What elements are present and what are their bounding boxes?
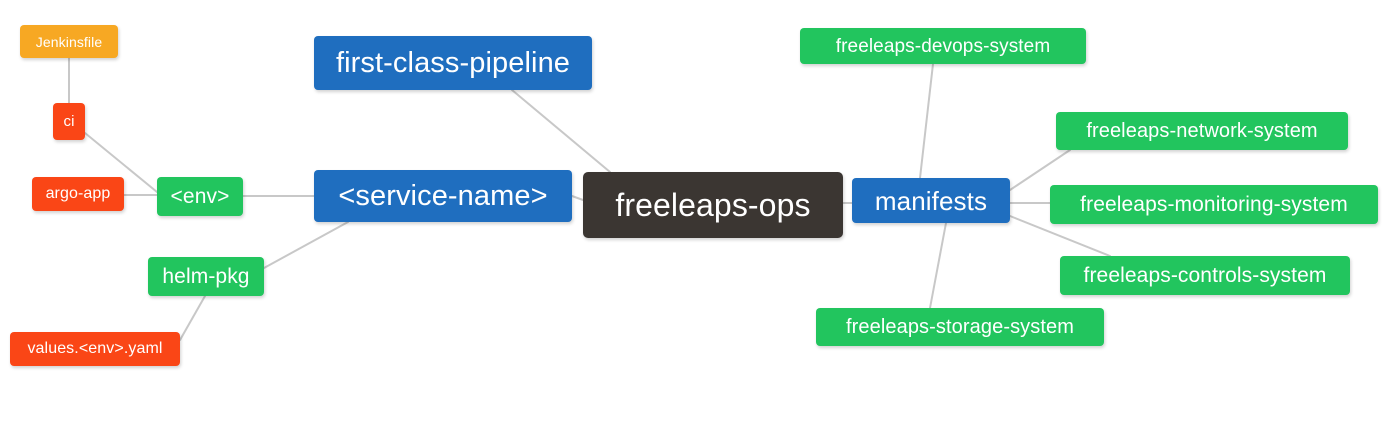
- node-freeleaps-storage-system[interactable]: freeleaps-storage-system: [816, 308, 1104, 346]
- node-freeleaps-devops-system[interactable]: freeleaps-devops-system: [800, 28, 1086, 64]
- node-manifests[interactable]: manifests: [852, 178, 1010, 223]
- node-freeleaps-monitoring-system[interactable]: freeleaps-monitoring-system: [1050, 185, 1378, 224]
- edge-first-class-pipeline-to-freeleaps-ops: [511, 89, 611, 173]
- node-values-yaml[interactable]: values.<env>.yaml: [10, 332, 180, 366]
- edge-manifests-to-freeleaps-storage-system: [929, 222, 947, 309]
- edge-service-name-to-freeleaps-ops: [571, 195, 584, 201]
- node-helm-pkg[interactable]: helm-pkg: [148, 257, 264, 296]
- edge-manifests-to-freeleaps-network-system: [1009, 149, 1071, 191]
- node-ci[interactable]: ci: [53, 103, 85, 140]
- node-first-class-pipeline[interactable]: first-class-pipeline: [314, 36, 592, 90]
- node-jenkinsfile[interactable]: Jenkinsfile: [20, 25, 118, 58]
- edge-manifests-to-freeleaps-devops-system: [919, 63, 934, 179]
- node-env[interactable]: <env>: [157, 177, 243, 216]
- node-freeleaps-ops[interactable]: freeleaps-ops: [583, 172, 843, 238]
- node-freeleaps-network-system[interactable]: freeleaps-network-system: [1056, 112, 1348, 150]
- edge-helm-pkg-to-service-name: [263, 221, 349, 269]
- edge-values-yaml-to-helm-pkg: [179, 295, 206, 341]
- node-argo-app[interactable]: argo-app: [32, 177, 124, 211]
- node-freeleaps-controls-system[interactable]: freeleaps-controls-system: [1060, 256, 1350, 295]
- node-service-name[interactable]: <service-name>: [314, 170, 572, 222]
